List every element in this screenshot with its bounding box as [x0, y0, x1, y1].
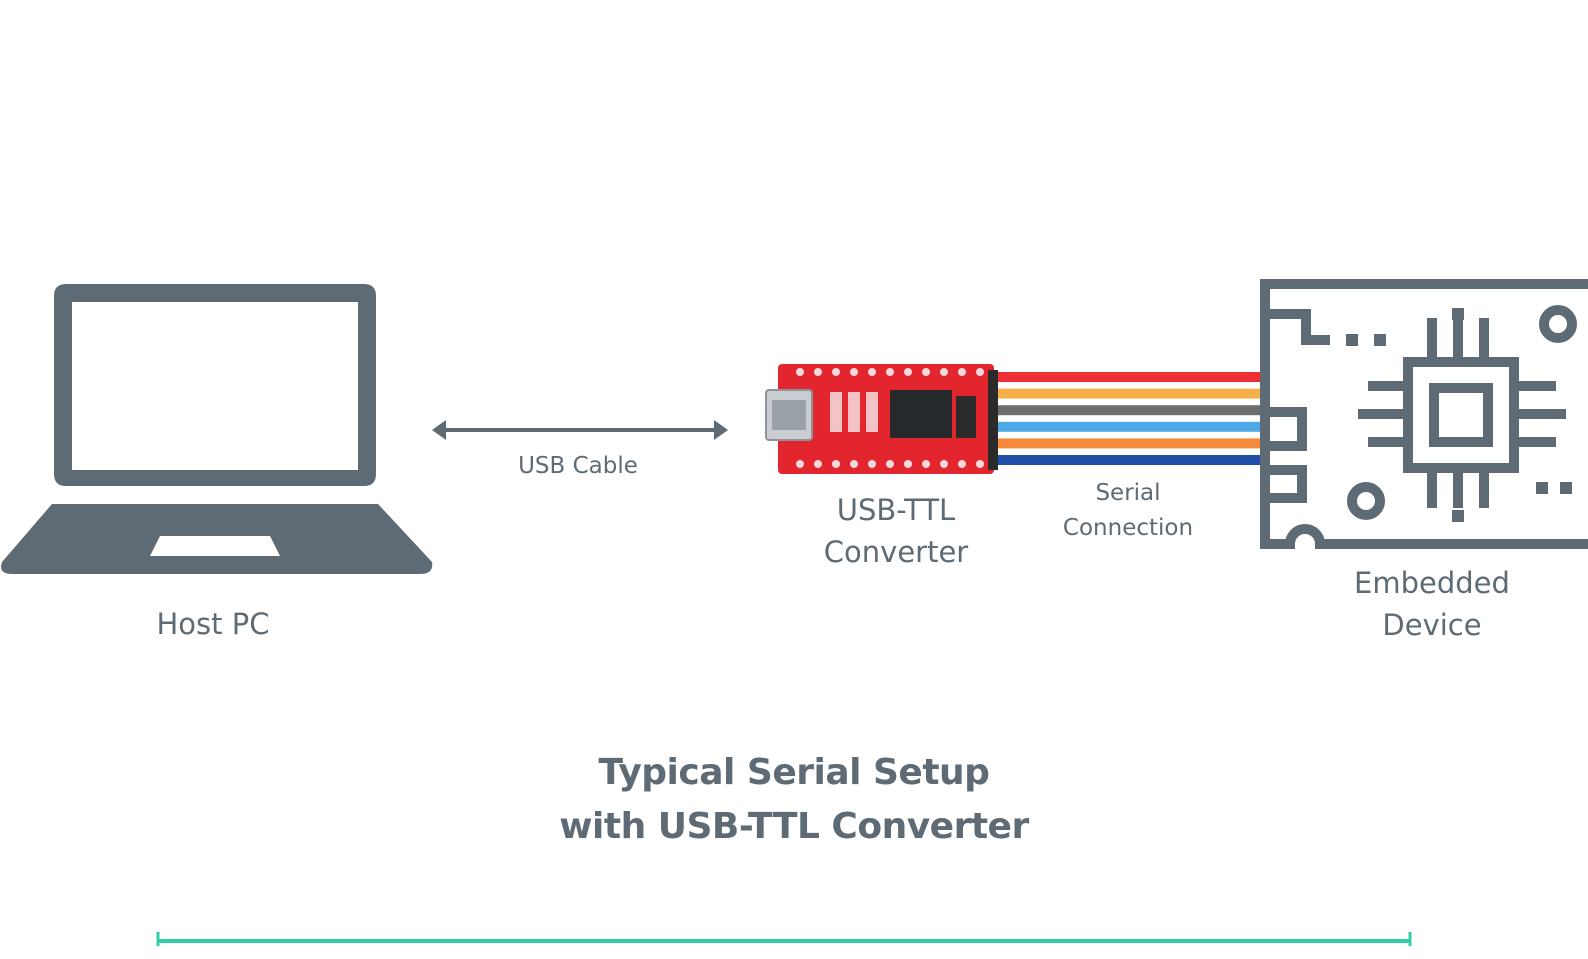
converter-label: USB-TTL Converter: [786, 489, 1006, 573]
diagram-title: Typical Serial Setup with USB-TTL Conver…: [0, 746, 1588, 854]
serial-connection-label: Serial Connection: [1038, 476, 1218, 545]
double-arrow-icon: [432, 420, 728, 440]
serial-wire-5: [998, 438, 1262, 449]
usb-cable-label: USB Cable: [518, 453, 638, 479]
laptop-icon: [1, 284, 433, 574]
circuit-board-icon: [1260, 279, 1588, 549]
title-line1: Typical Serial Setup: [598, 752, 990, 793]
converter-label-line2: Converter: [823, 535, 969, 570]
serial-wire-3: [998, 405, 1262, 416]
embedded-device-label: Embedded Device: [1322, 562, 1542, 646]
usb-ttl-board-icon: [765, 364, 998, 474]
circuit-board-pads: [1346, 308, 1572, 522]
serial-wires: [998, 372, 1262, 465]
title-line2: with USB-TTL Converter: [559, 806, 1029, 847]
serial-wire-4: [998, 421, 1262, 432]
serial-wire-6: [998, 455, 1262, 465]
accent-divider: [156, 932, 1412, 946]
host-pc-label: Host PC: [156, 607, 270, 641]
device-label-line1: Embedded: [1354, 566, 1510, 600]
serial-wire-1: [998, 372, 1262, 382]
serial-label-line1: Serial: [1095, 480, 1161, 506]
serial-label-line2: Connection: [1062, 514, 1194, 541]
serial-wire-2: [998, 388, 1262, 399]
converter-label-line1: USB-TTL: [836, 493, 956, 527]
device-label-line2: Device: [1382, 608, 1482, 643]
